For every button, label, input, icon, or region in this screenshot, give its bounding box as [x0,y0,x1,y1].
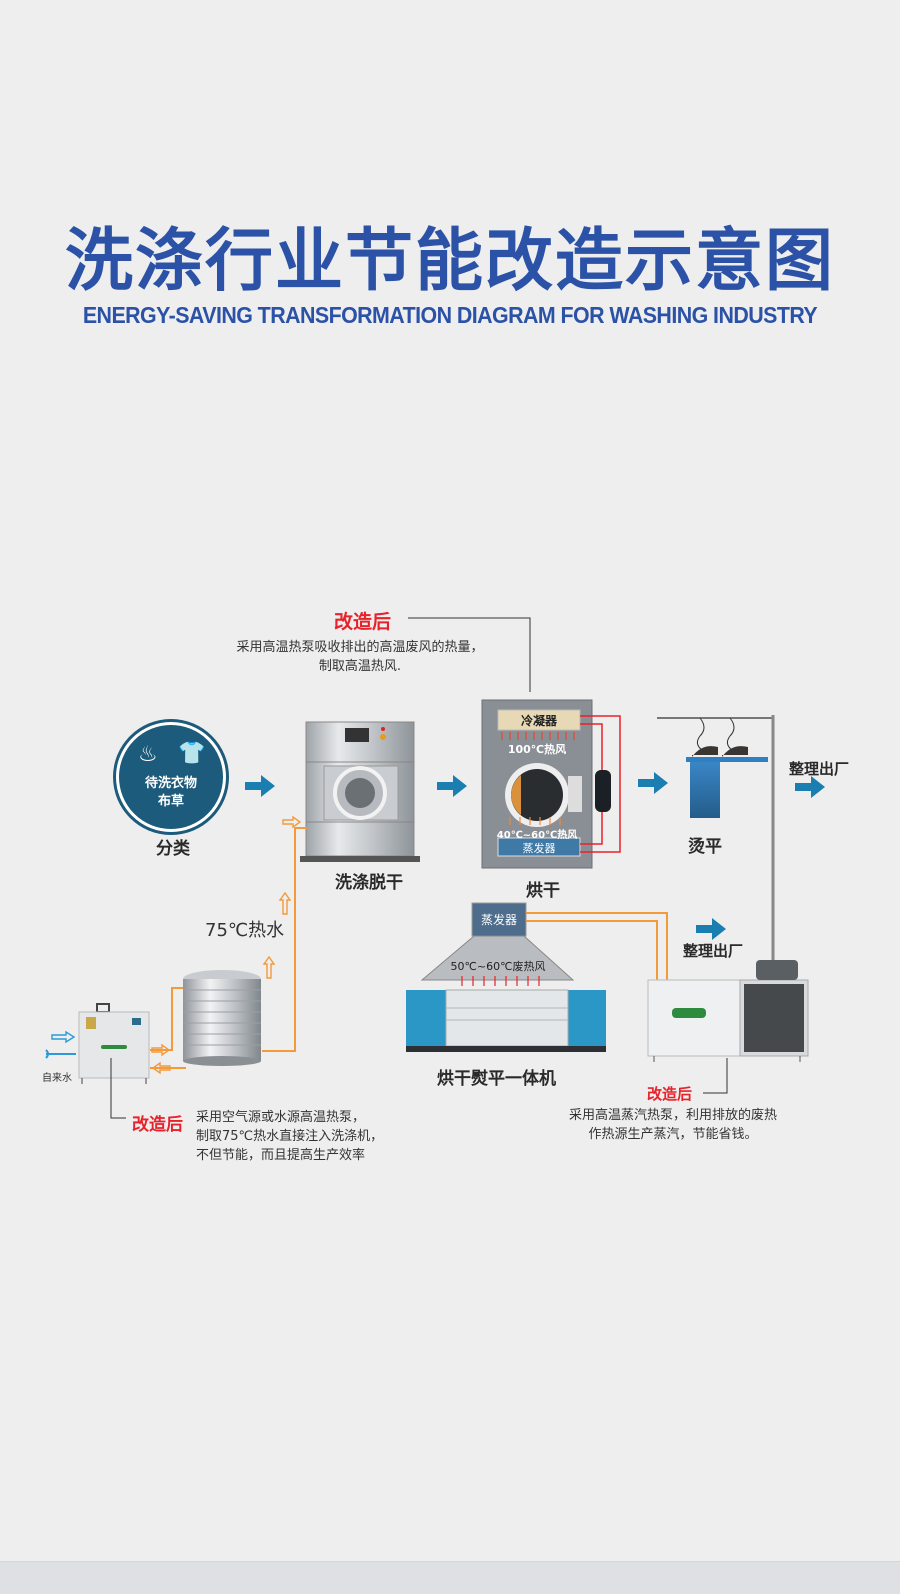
right-note-line: 采用高温蒸汽热泵，利用排放的废热 [568,1108,777,1123]
dryer-evaporator-label: 蒸发器 [522,842,556,855]
top-note-line: 制取高温热风. [318,659,402,674]
left-note-text: 采用空气源或水源高温热泵， 制取75℃热水直接注入洗涤机， 不但节能，而且提高生… [196,1108,383,1165]
waste-air-label: 50℃~60℃废热风 [450,960,546,973]
arrow-right-icon [437,775,467,797]
left-note-leader [110,1058,126,1119]
ironing-station [657,715,775,960]
hot-water-label: 75℃热水 [205,920,285,941]
top-note-leader [408,617,531,692]
arrow-right-outline-icon [51,1030,76,1044]
steam-heat-pump [647,960,809,1062]
condenser-label: 冷凝器 [520,714,557,728]
top-note-text: 采用高温热泵吸收排出的高温废风的热量， 制取高温热风. [190,638,530,676]
arrow-right-icon [638,772,668,794]
arrow-right-icon [245,775,275,797]
right-note-text: 采用高温蒸汽热泵，利用排放的废热 作热源生产蒸汽，节能省钱。 [548,1106,798,1144]
hot-water-arrows [151,815,302,1075]
washer-label: 洗涤脱干 [335,873,403,893]
sort-badge-text: 待洗衣物 布草 [116,775,226,811]
tap-water-label: 自来水 [42,1073,72,1084]
tap-water-pipe [45,1049,76,1059]
top-note-line: 采用高温热泵吸收排出的高温废风的热量， [236,640,484,655]
dryer-machine [481,699,621,869]
dryer-label: 烘干 [526,881,560,901]
left-note-line: 采用空气源或水源高温热泵， [196,1110,366,1125]
ironing-label: 烫平 [688,837,722,857]
ironer-evaporator-label: 蒸发器 [480,913,517,927]
arrow-right-icon [696,918,726,940]
sort-badge-line: 待洗衣物 [144,776,197,791]
arrow-left-outline-icon [151,1061,171,1075]
hot-air-bottom-label: 40℃~60℃热风 [496,830,578,841]
arrow-up-outline-icon [262,955,276,979]
washer-machine [300,721,420,862]
ironer-exit-label: 整理出厂 [683,942,744,960]
right-note-tag: 改造后 [647,1085,693,1103]
tap-water-arrows [45,1030,76,1059]
ironer-label: 烘干熨平一体机 [437,1069,556,1089]
arrow-up-outline-icon [278,891,292,915]
water-tank [183,970,261,1066]
page-title: 洗涤行业节能改造示意图 [64,222,835,301]
sort-badge-line: 布草 [157,794,184,809]
flow-arrows [245,772,825,940]
hot-water-pipes [150,827,307,1069]
arrow-right-icon [795,776,825,798]
ironer-machine [406,902,606,1052]
arrow-right-outline-icon [151,1043,171,1057]
air-heat-pump [78,1003,150,1084]
top-note-tag: 改造后 [334,611,392,633]
laundry-icon: ♨ [138,742,158,767]
right-note-line: 作热源生产蒸汽，节能省钱。 [588,1127,758,1142]
hot-air-top-label: 100℃热风 [507,743,567,756]
compressor-icon [595,770,611,812]
page-subtitle: ENERGY-SAVING TRANSFORMATION DIAGRAM FOR… [82,302,818,328]
shirt-icon: 👕 [178,741,206,766]
left-note-tag: 改造后 [132,1115,183,1135]
ironing-exit-label: 整理出厂 [789,760,850,778]
left-note-line: 制取75℃热水直接注入洗涤机， [196,1129,384,1144]
footer-bar [0,1561,900,1594]
left-note-line: 不但节能，而且提高生产效率 [196,1148,366,1163]
sort-badge [116,722,226,832]
right-note-leader [703,1058,728,1094]
sort-label: 分类 [156,839,190,859]
steam-pipes [526,912,668,980]
arrow-right-outline-icon [282,815,302,829]
